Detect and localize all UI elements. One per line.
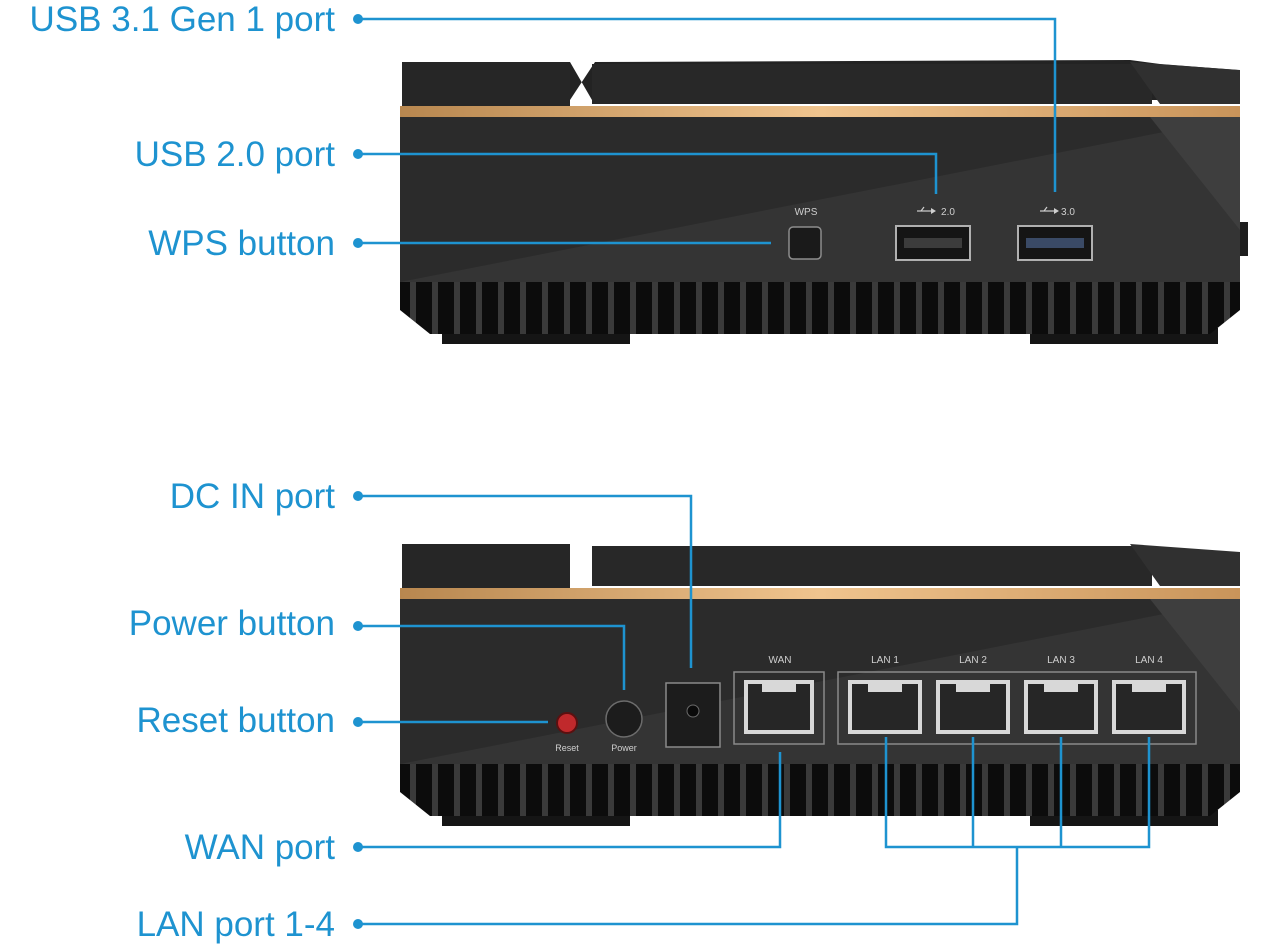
usb3-icon xyxy=(1040,206,1059,214)
router-rear-view: Reset Power WAN LAN 1 LAN 2 LAN 3 LAN 4 xyxy=(400,544,1240,826)
dc-in-callout-label: DC IN port xyxy=(169,477,335,516)
power-device-label: Power xyxy=(611,743,637,753)
lan2-device-label: LAN 2 xyxy=(959,655,987,666)
lan3-port-graphic xyxy=(1024,680,1098,734)
usb2-icon xyxy=(917,206,936,214)
callout-dots xyxy=(353,14,363,929)
reset-callout-label: Reset button xyxy=(136,701,335,740)
lan-callout-label: LAN port 1-4 xyxy=(136,905,335,944)
power-callout-label: Power button xyxy=(128,604,335,643)
wan-callout-label: WAN port xyxy=(184,828,335,867)
lan-bracket-line xyxy=(884,737,1151,849)
lan3-device-label: LAN 3 xyxy=(1047,655,1075,666)
reset-device-label: Reset xyxy=(555,743,579,753)
lan1-port-graphic xyxy=(848,680,922,734)
wan-leader-line xyxy=(358,752,782,849)
callout-lines xyxy=(358,17,1151,926)
usb31-leader-line xyxy=(358,17,1057,192)
lan4-port-graphic xyxy=(1112,680,1186,734)
lan-leader-line xyxy=(358,847,1019,926)
lan2-port-graphic xyxy=(936,680,1010,734)
usb2-device-label: 2.0 xyxy=(941,207,955,218)
reset-button-graphic xyxy=(556,712,578,734)
wan-device-label: WAN xyxy=(769,655,792,666)
power-button-graphic xyxy=(605,700,643,738)
lan4-device-label: LAN 4 xyxy=(1135,655,1163,666)
power-leader-line xyxy=(358,624,626,690)
wps-button-graphic xyxy=(788,226,822,260)
usb31-callout-label: USB 3.1 Gen 1 port xyxy=(29,0,335,39)
wan-port-graphic xyxy=(744,680,814,734)
wps-callout-label: WPS button xyxy=(148,224,335,263)
dc-in-leader-line xyxy=(358,494,693,668)
lan1-device-label: LAN 1 xyxy=(871,655,899,666)
usb20-callout-label: USB 2.0 port xyxy=(134,135,335,174)
usb20-leader-line xyxy=(358,152,938,194)
router-front-view: WPS 2.0 3.0 xyxy=(400,60,1248,344)
usb3-device-label: 3.0 xyxy=(1061,207,1075,218)
wps-device-label: WPS xyxy=(795,207,818,218)
